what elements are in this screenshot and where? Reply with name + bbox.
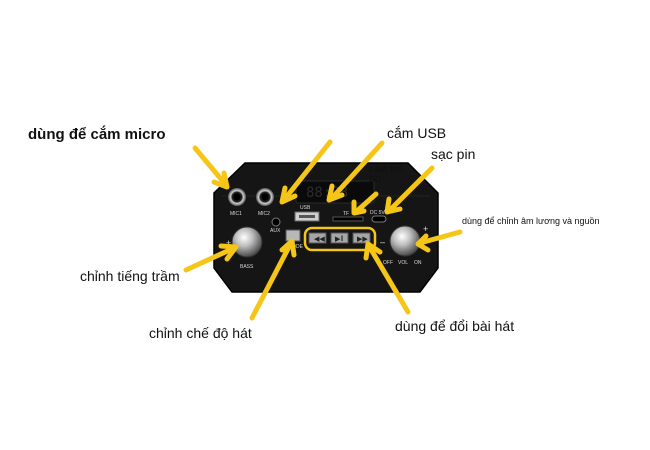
- dc-label: DC 5V: [370, 210, 385, 216]
- label-usb: cắm USB: [387, 125, 447, 141]
- label-bass: chỉnh tiếng trầm: [80, 268, 180, 284]
- aux-jack[interactable]: [271, 217, 281, 227]
- label-charge: sạc pin: [431, 146, 476, 162]
- arrow-bass: [183, 245, 237, 273]
- arrow-songs: [366, 243, 411, 315]
- arrow-mode: [249, 240, 294, 321]
- label-volume: dùng để chỉnh âm lương và nguồn: [462, 216, 600, 226]
- mode-label: MODE: [288, 244, 304, 250]
- label-mode: chỉnh chế độ hát: [149, 325, 252, 341]
- label-songs: dùng để đổi bài hát: [395, 318, 515, 334]
- arrow-mic2: [281, 139, 333, 203]
- arrow-usb: [329, 140, 385, 201]
- annotation-arrows: [183, 139, 463, 321]
- volume-knob[interactable]: [389, 225, 421, 257]
- mic2-label: MIC2: [258, 211, 270, 217]
- svg-text:◀◀: ◀◀: [314, 236, 325, 243]
- label-sd: cắm thẻ SD: [369, 164, 404, 184]
- prev-button[interactable]: [308, 232, 327, 244]
- mic1-label: MIC1: [230, 211, 242, 217]
- bass-knob[interactable]: [231, 226, 263, 258]
- on-label: ON: [414, 260, 422, 266]
- label-micro: dùng để cắm micro: [28, 126, 166, 143]
- dc-port[interactable]: [371, 215, 387, 223]
- arrow-micro: [192, 145, 229, 188]
- play-pause-button[interactable]: [330, 232, 349, 244]
- off-label: OFF: [383, 260, 393, 266]
- arrow-volume: [417, 229, 463, 246]
- usb-label: USB: [300, 205, 311, 211]
- svg-text:▶‖: ▶‖: [335, 236, 343, 243]
- next-button[interactable]: [352, 232, 371, 244]
- tf-slot[interactable]: [332, 216, 364, 222]
- bass-label: BASS: [240, 264, 254, 270]
- svg-text:▶▶: ▶▶: [357, 236, 368, 243]
- track-buttons-highlight: [303, 226, 377, 252]
- arrow-sd: [354, 191, 379, 214]
- tf-label: TF: [343, 211, 349, 217]
- svg-text:–: –: [380, 237, 385, 247]
- vol-label: VOL: [398, 260, 408, 266]
- svg-text:+: +: [423, 224, 428, 234]
- arrow-charge: [387, 165, 435, 213]
- aux-label: AUX: [270, 228, 281, 234]
- svg-text:+: +: [226, 238, 231, 248]
